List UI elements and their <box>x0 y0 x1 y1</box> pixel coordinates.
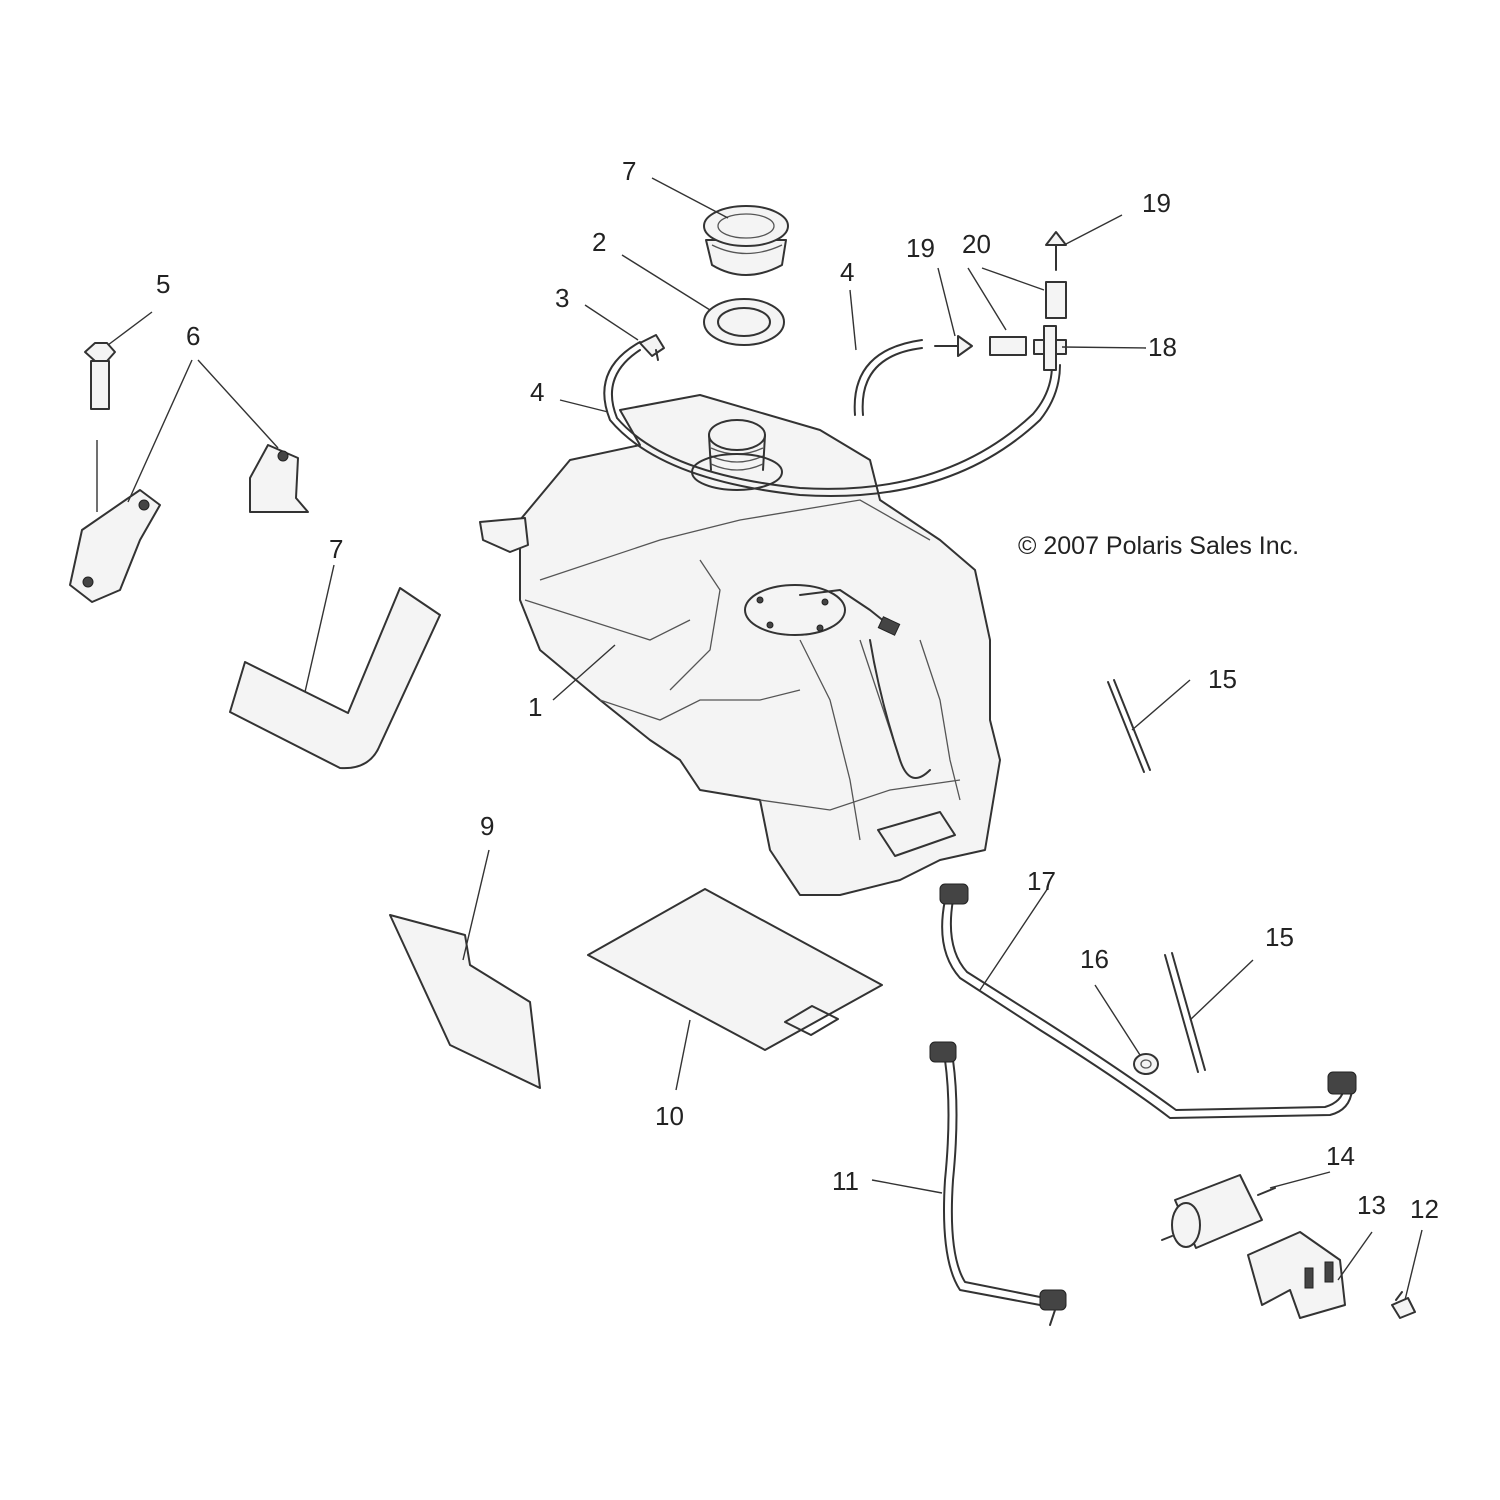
fuel-line-feed <box>929 1041 1067 1326</box>
callout-1: 1 <box>528 692 542 722</box>
callout-19-left: 19 <box>906 233 935 263</box>
callout-15-upper: 15 <box>1208 664 1237 694</box>
callout-15-lower: 15 <box>1265 922 1294 952</box>
callout-4-left: 4 <box>530 377 544 407</box>
vent-fitting <box>639 334 665 361</box>
foam-pad-small <box>389 914 541 1089</box>
callout-7: 7 <box>329 534 343 564</box>
callout-14: 14 <box>1326 1141 1355 1171</box>
tank-pad <box>587 888 883 1051</box>
fuel-filter <box>1161 1174 1276 1249</box>
push-rivet <box>1391 1291 1416 1319</box>
callout-13: 13 <box>1357 1190 1386 1220</box>
callout-4-right: 4 <box>840 257 854 287</box>
fuel-tank <box>479 394 1001 896</box>
fuel-line-return <box>939 883 1357 1119</box>
cable-ties <box>1107 679 1206 1073</box>
leader-lines <box>107 177 1423 1301</box>
callout-2: 2 <box>592 227 606 257</box>
callout-3: 3 <box>555 283 569 313</box>
filler-seal <box>703 298 785 346</box>
callout-8: 7 <box>622 156 636 186</box>
fuel-cap <box>703 205 789 276</box>
callout-18: 18 <box>1148 332 1177 362</box>
callout-20: 20 <box>962 229 991 259</box>
callout-6: 6 <box>186 321 200 351</box>
foam-pad-l <box>229 587 441 770</box>
callout-19-upper: 19 <box>1142 188 1171 218</box>
mounting-brackets <box>69 444 309 603</box>
copyright-notice: © 2007 Polaris Sales Inc. <box>1018 532 1299 560</box>
callout-9: 9 <box>480 811 494 841</box>
vent-hose <box>603 339 1061 498</box>
bolt <box>84 342 116 512</box>
vent-tee-assembly <box>934 231 1067 371</box>
callout-17: 17 <box>1027 866 1056 896</box>
filter-bracket <box>1247 1231 1346 1319</box>
callout-12: 12 <box>1410 1194 1439 1224</box>
callout-11: 11 <box>832 1166 859 1196</box>
callout-10: 10 <box>655 1101 684 1131</box>
grommet <box>1133 1053 1159 1075</box>
callout-16: 16 <box>1080 944 1109 974</box>
callout-5: 5 <box>156 269 170 299</box>
